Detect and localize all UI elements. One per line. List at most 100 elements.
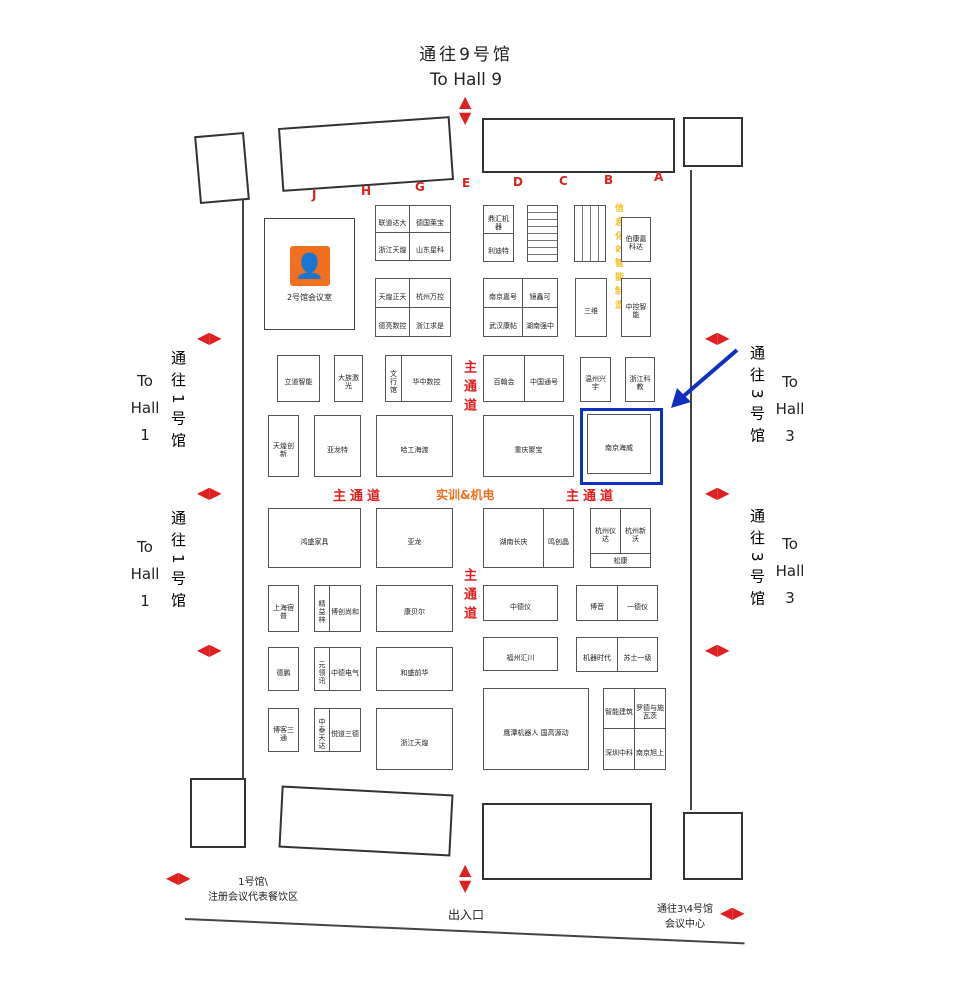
booth[interactable]: 亚龙特: [314, 415, 361, 477]
to-hall9-en: To Hall 9: [429, 70, 503, 90]
booth[interactable]: 武汉康帖: [483, 307, 523, 337]
booth[interactable]: 鹰潭机器人 国高源动: [483, 688, 589, 770]
double-arrow-icon[interactable]: ◀▶: [166, 868, 191, 887]
booth[interactable]: 悦道三德: [329, 708, 361, 752]
double-arrow-icon[interactable]: ▲▼: [459, 860, 472, 895]
to-hall3-en: Hall: [775, 400, 805, 418]
booth[interactable]: 德鹏: [268, 647, 299, 691]
booth[interactable]: 深圳中科: [603, 728, 635, 770]
double-arrow-icon[interactable]: ◀▶: [197, 640, 222, 659]
booth-cluster[interactable]: [527, 205, 558, 262]
booth[interactable]: 博客三通: [268, 708, 299, 752]
booth[interactable]: 鸿盛家具: [268, 508, 361, 568]
booth[interactable]: 哈工海渡: [376, 415, 453, 477]
booth[interactable]: 博创尚和: [329, 585, 361, 632]
booth[interactable]: 中德仪: [483, 585, 558, 621]
booth[interactable]: 罗德与施瓦茨: [634, 688, 666, 729]
to-hall1-en: 1: [140, 426, 150, 444]
building: [482, 118, 675, 173]
booth[interactable]: 元领讯: [314, 647, 330, 691]
booth[interactable]: 博音: [576, 585, 618, 621]
booth[interactable]: 温州兴宇: [580, 357, 611, 402]
booth[interactable]: 福州汇川: [483, 637, 558, 671]
double-arrow-icon[interactable]: ◀▶: [197, 328, 222, 347]
entrance-label: 出入口: [447, 908, 484, 922]
booth-cluster[interactable]: [574, 205, 606, 262]
booth[interactable]: 立道智能: [277, 355, 320, 402]
double-arrow-icon[interactable]: ▲▼: [459, 92, 472, 127]
column-label: D: [513, 175, 523, 189]
booth[interactable]: 浙江天煌: [376, 708, 453, 770]
booth[interactable]: 机器时代: [576, 637, 618, 672]
booth[interactable]: 南京嘉号: [483, 278, 523, 308]
booth[interactable]: 大族激光: [334, 355, 363, 402]
dining-area-label: 注册会议代表餐饮区: [208, 892, 298, 903]
booth[interactable]: 中控智能: [621, 278, 651, 337]
booth[interactable]: 湖南长庆: [483, 508, 544, 568]
double-arrow-icon[interactable]: ◀▶: [705, 328, 730, 347]
booth[interactable]: 一德仪: [617, 585, 658, 621]
booth-highlighted[interactable]: 南京海威: [587, 414, 651, 474]
column-label: J: [312, 188, 317, 202]
booth[interactable]: 康贝尔: [376, 585, 453, 632]
building: [194, 131, 250, 205]
booth[interactable]: 鸣创晶: [543, 508, 574, 568]
to-hall9-cn: 通往9号馆: [419, 45, 513, 65]
double-arrow-icon[interactable]: ◀▶: [705, 483, 730, 502]
booth[interactable]: 智能建筑: [603, 688, 635, 729]
booth[interactable]: 杭州仪达: [590, 508, 621, 554]
booth[interactable]: 松康: [590, 553, 651, 568]
booth[interactable]: 苏士一级: [617, 637, 658, 672]
booth[interactable]: 天煌创新: [268, 415, 299, 477]
booth[interactable]: 精益梓: [314, 585, 330, 632]
booth[interactable]: 德亮数控: [375, 307, 410, 337]
booth[interactable]: 百翰会: [483, 355, 525, 402]
booth[interactable]: 浙江天煌: [375, 232, 410, 261]
booth[interactable]: 杭州新沃: [620, 508, 651, 554]
column-label: C: [559, 174, 568, 188]
booth[interactable]: 杭州万控: [409, 278, 451, 308]
booth[interactable]: 重庆聚宝: [483, 415, 574, 477]
booth[interactable]: 三维: [575, 278, 607, 337]
booth[interactable]: 中泰天达: [314, 708, 330, 752]
building: [277, 116, 455, 192]
meeting-icon: 👤: [289, 246, 330, 286]
booth[interactable]: 联道达大: [375, 205, 410, 233]
booth[interactable]: 鼎汇机器: [483, 205, 514, 234]
to-hall1-en: To: [137, 372, 153, 390]
column-label: A: [654, 170, 664, 184]
zone-label: 信息化&智能制造: [613, 203, 623, 314]
center-zone-label: 实训&机电: [436, 488, 495, 502]
booth[interactable]: 和盛前华: [376, 647, 453, 691]
column-label: E: [462, 176, 471, 190]
booth[interactable]: 利迪特: [483, 233, 514, 262]
hall1-label: 1号馆\: [238, 877, 268, 888]
double-arrow-icon[interactable]: ◀▶: [705, 640, 730, 659]
meeting-room[interactable]: 👤 2号馆会议室: [264, 218, 355, 330]
booth[interactable]: 天煌正天: [375, 278, 410, 308]
column-label: B: [604, 173, 614, 187]
booth[interactable]: 中国通号: [524, 355, 564, 402]
booth[interactable]: 南京旭上: [634, 728, 666, 770]
booth[interactable]: 德国莱宝: [409, 205, 451, 233]
to-hall3-cn: 通往3号馆: [748, 508, 766, 613]
booth[interactable]: 中德电气: [329, 647, 361, 691]
meeting-room-label: 2号馆会议室: [286, 293, 333, 302]
building: [683, 812, 743, 880]
to-hall3-en: 3: [785, 427, 795, 445]
booth[interactable]: 浙江求是: [409, 307, 451, 337]
booth[interactable]: 文行馆: [385, 355, 402, 402]
booth[interactable]: 上海宿普: [268, 585, 299, 632]
booth[interactable]: 镜鑫可: [522, 278, 558, 308]
booth[interactable]: 伯康嘉科达: [621, 217, 651, 262]
booth[interactable]: 浙江科教: [625, 357, 655, 402]
double-arrow-icon[interactable]: ◀▶: [197, 483, 222, 502]
to-hall3-en: To: [782, 535, 798, 553]
double-arrow-icon[interactable]: ◀▶: [720, 903, 745, 922]
booth[interactable]: 湖南强中: [522, 307, 558, 337]
booth[interactable]: 华中数控: [401, 355, 452, 402]
booth[interactable]: 山东星科: [409, 232, 451, 261]
to-hall1-en: Hall: [130, 565, 160, 583]
highlight-box: [580, 408, 663, 485]
booth[interactable]: 亚龙: [376, 508, 453, 568]
